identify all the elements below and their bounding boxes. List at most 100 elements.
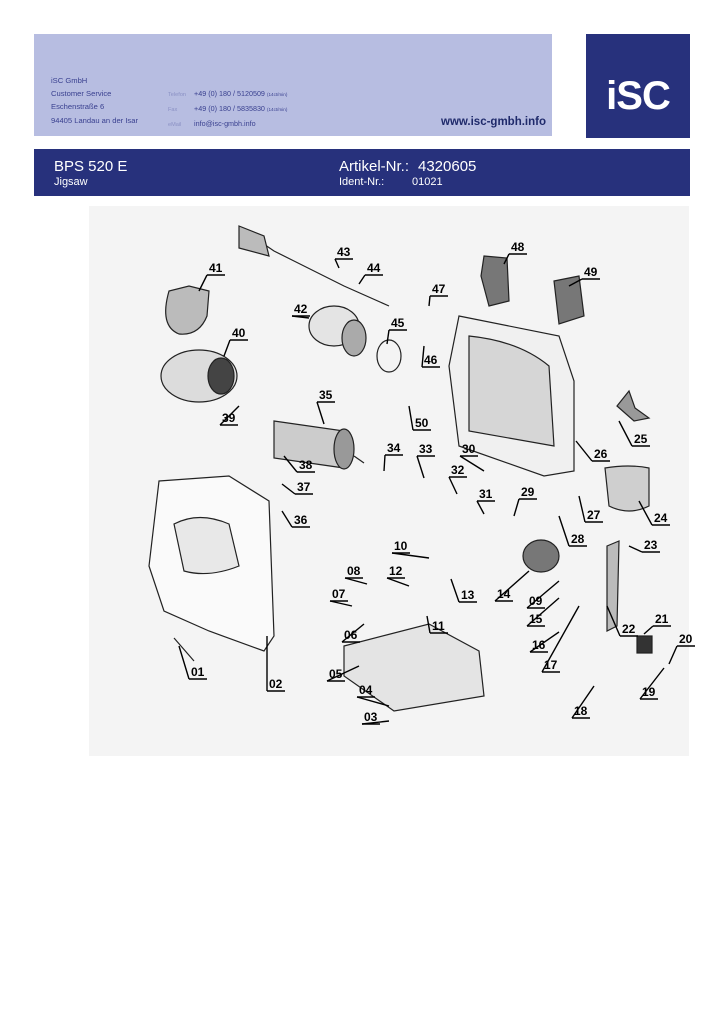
part-leader-26 — [575, 440, 593, 462]
part-leader-15 — [526, 597, 560, 627]
part-leader-48 — [503, 253, 510, 265]
part-leader-35 — [316, 401, 325, 425]
part-label-41: 41 — [209, 261, 223, 275]
part-label-22: 22 — [622, 622, 636, 636]
part-label-01: 01 — [191, 665, 205, 679]
part-leader-27 — [578, 495, 586, 523]
part-label-32: 32 — [451, 463, 465, 477]
email-label: eMail — [168, 122, 182, 129]
part-leader-18 — [571, 685, 595, 719]
phone-note: (14ct/min) — [266, 92, 288, 97]
part-label-28: 28 — [571, 532, 585, 546]
part-label-31: 31 — [479, 487, 493, 501]
company-street: Eschenstraße 6 — [51, 102, 105, 112]
part-label-38: 38 — [299, 458, 313, 472]
trigger-shape — [480, 255, 510, 307]
lever-shape — [606, 540, 620, 632]
part-leader-06 — [341, 623, 365, 643]
article-label: Artikel-Nr.: — [339, 158, 410, 175]
part-label-04: 04 — [359, 683, 373, 697]
part-leader-33 — [416, 455, 425, 479]
part-label-10: 10 — [394, 539, 408, 553]
part-label-03: 03 — [364, 710, 378, 724]
part-leader-17 — [541, 605, 580, 673]
company-department: Customer Service — [51, 89, 112, 99]
part-leader-47 — [428, 295, 431, 307]
part-leader-44 — [358, 274, 366, 285]
part-label-50: 50 — [415, 416, 429, 430]
part-label-23: 23 — [644, 538, 658, 552]
part-label-36: 36 — [294, 513, 308, 527]
part-label-45: 45 — [391, 316, 405, 330]
part-leader-07 — [329, 600, 353, 607]
clip-shape — [636, 635, 653, 654]
part-label-42: 42 — [294, 302, 308, 316]
part-leader-40 — [223, 339, 231, 357]
part-leader-29 — [513, 498, 520, 517]
part-label-02: 02 — [269, 677, 283, 691]
knob-shape — [616, 389, 651, 422]
part-label-12: 12 — [389, 564, 403, 578]
switch-shape — [553, 275, 585, 325]
part-leader-46 — [421, 345, 425, 368]
company-name: iSC GmbH — [51, 76, 88, 85]
part-leader-31 — [476, 500, 485, 515]
exploded-view-svg: 0102030405060708091011121314151617181920… — [148, 225, 695, 725]
part-leader-42 — [291, 315, 310, 319]
part-label-48: 48 — [511, 240, 525, 254]
part-label-11: 11 — [432, 619, 445, 633]
part-label-49: 49 — [584, 265, 598, 279]
company-address: iSC GmbH Customer Service Eschenstraße 6… — [51, 74, 138, 127]
part-leader-37 — [281, 483, 296, 495]
email-address[interactable]: info@isc-gmbh.info — [194, 119, 256, 129]
part-label-37: 37 — [297, 480, 311, 494]
part-leader-08 — [344, 577, 368, 585]
cable-shape — [165, 285, 210, 335]
base-plate-shape — [343, 623, 485, 712]
company-city: 94405 Landau an der Isar — [51, 115, 138, 125]
part-label-27: 27 — [587, 508, 601, 522]
part-leader-30 — [459, 455, 485, 472]
part-leader-09 — [526, 580, 560, 609]
part-label-39: 39 — [222, 411, 236, 425]
part-label-24: 24 — [654, 511, 668, 525]
exploded-view-drawing: 0102030405060708091011121314151617181920… — [89, 206, 695, 756]
part-leader-05 — [326, 665, 360, 682]
part-leader-50 — [408, 405, 414, 431]
website-link[interactable]: www.isc-gmbh.info — [441, 116, 546, 128]
part-leader-11 — [426, 615, 431, 634]
part-leader-34 — [383, 454, 386, 472]
part-leader-12 — [386, 577, 410, 587]
part-leader-03 — [361, 720, 390, 725]
part-label-20: 20 — [679, 632, 693, 646]
part-leader-38 — [283, 455, 298, 473]
part-label-46: 46 — [424, 353, 438, 367]
part-leader-10 — [391, 552, 430, 559]
part-label-18: 18 — [574, 704, 588, 718]
part-label-34: 34 — [387, 441, 401, 455]
product-type: Jigsaw — [54, 176, 88, 188]
part-label-08: 08 — [347, 564, 361, 578]
part-leader-36 — [281, 510, 293, 528]
part-leader-04 — [356, 696, 390, 707]
fax-number: +49 (0) 180 / 5835830 — [194, 104, 265, 114]
part-label-13: 13 — [461, 588, 475, 602]
part-label-29: 29 — [521, 485, 535, 499]
part-label-33: 33 — [419, 442, 433, 456]
part-leader-22 — [606, 605, 621, 637]
part-label-05: 05 — [329, 667, 343, 681]
part-label-19: 19 — [642, 685, 656, 699]
part-leader-24 — [638, 500, 653, 526]
logo-text: iSC — [606, 74, 671, 118]
screw-01-shape — [173, 637, 195, 662]
part-leader-13 — [450, 578, 460, 603]
guard-shape — [604, 465, 650, 512]
part-leader-14 — [494, 570, 530, 602]
part-leader-32 — [448, 476, 458, 495]
part-leader-45 — [386, 329, 390, 345]
part-leader-41 — [198, 274, 208, 292]
article-number: 4320605 — [418, 158, 477, 175]
part-label-26: 26 — [594, 447, 608, 461]
fax-label: Fax — [168, 107, 178, 114]
part-label-47: 47 — [432, 282, 446, 296]
